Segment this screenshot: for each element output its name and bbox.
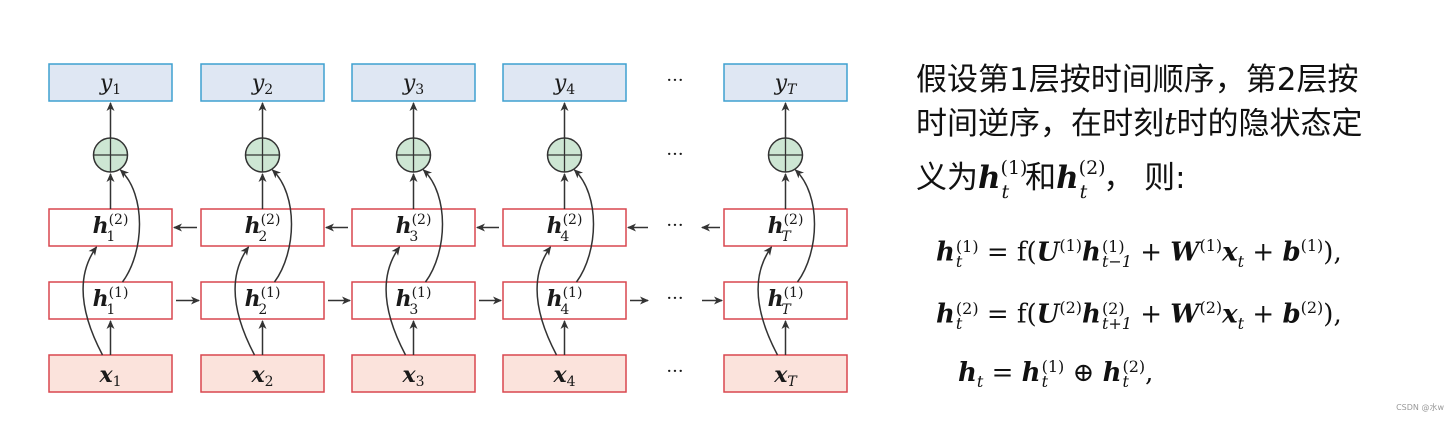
input-label: x3 xyxy=(401,362,424,390)
equation-combined: ht = h(1)t ⊕ h(2)t, xyxy=(958,357,1154,392)
arrow-forward-to-sum xyxy=(119,169,141,283)
input-label: x4 xyxy=(552,362,575,390)
arrow-forward-to-sum xyxy=(271,169,293,283)
forward-hidden-label: h(1)1 xyxy=(93,285,129,318)
ellipsis: ··· xyxy=(666,361,683,382)
arrow-input-to-backward xyxy=(234,246,256,356)
time-subscript: t xyxy=(1079,181,1088,203)
arrow-forward-to-sum xyxy=(794,169,816,283)
arrow-input-to-backward xyxy=(385,246,407,356)
time-step-column: y1 h(2)1 h(1)1 x1 xyxy=(48,63,173,393)
time-subscript: t xyxy=(1001,181,1010,203)
forward-hidden-label: h(1)4 xyxy=(547,285,583,318)
equation-forward-layer: h(1)t = f(U(1)h(1)t−1 + W(1)xt + b(1)), xyxy=(936,236,1342,271)
output-box xyxy=(200,63,325,102)
forward-hidden-label: h(1)3 xyxy=(396,285,432,318)
description-text-part: 时间逆序，在时刻 xyxy=(916,106,1164,142)
backward-hidden-label: h(2)1 xyxy=(93,212,129,245)
arrow-input-to-backward xyxy=(536,246,558,356)
bidirectional-rnn-diagram: y1 h(2)1 h(1)1 x1 y2 h(2)2 h(1)2 x2 y3 h(2)3 h(1)3… xyxy=(48,63,848,393)
time-step-column: y2 h(2)2 h(1)2 x2 xyxy=(200,63,325,393)
arrow-input-to-backward xyxy=(757,246,779,356)
backward-hidden-box xyxy=(723,208,848,247)
ellipsis: ··· xyxy=(666,70,683,91)
backward-hidden-box xyxy=(200,208,325,247)
arrow-forward-to-sum xyxy=(573,169,595,283)
forward-hidden-label: h(1)T xyxy=(768,285,804,318)
watermark: CSDN @水w xyxy=(1396,403,1444,412)
hidden-state-symbol: h xyxy=(978,160,1001,196)
ellipsis: ··· xyxy=(666,288,683,309)
layer2-superscript: (2) xyxy=(1078,157,1106,179)
forward-hidden-box xyxy=(723,281,848,320)
description-text-part: 时的隐状态定 xyxy=(1176,106,1363,142)
input-label: x2 xyxy=(250,362,273,390)
description-text-part: ， 则: xyxy=(1103,160,1186,196)
time-step-column: y3 h(2)3 h(1)3 x3 xyxy=(351,63,476,393)
output-label: y2 xyxy=(251,71,273,98)
forward-hidden-label: h(1)2 xyxy=(245,285,281,318)
layer1-superscript: (1) xyxy=(1000,157,1028,179)
ellipsis: ··· xyxy=(666,144,683,165)
output-label: y4 xyxy=(553,71,575,98)
backward-hidden-box xyxy=(351,208,476,247)
input-box xyxy=(502,354,627,393)
output-label: yT xyxy=(774,71,798,98)
backward-hidden-label: h(2)3 xyxy=(396,212,432,245)
arrow-forward-to-sum xyxy=(422,169,444,283)
backward-hidden-box xyxy=(502,208,627,247)
forward-hidden-box xyxy=(351,281,476,320)
input-label: xT xyxy=(773,362,798,390)
description-line-2: 时间逆序，在时刻t时的隐状态定 xyxy=(916,102,1446,146)
output-box xyxy=(48,63,173,102)
backward-hidden-label: h(2)4 xyxy=(547,212,583,245)
description-text-part: 和 xyxy=(1025,160,1057,196)
input-box xyxy=(200,354,325,393)
time-step-column: y4 h(2)4 h(1)4 x4 xyxy=(502,63,627,393)
hidden-state-symbol: h xyxy=(1056,160,1079,196)
arrow-input-to-backward xyxy=(82,246,104,356)
forward-hidden-box xyxy=(200,281,325,320)
output-box xyxy=(502,63,627,102)
description-text-part: 义为 xyxy=(916,160,978,196)
output-label: y3 xyxy=(402,71,424,98)
output-label: y1 xyxy=(99,71,121,98)
output-box xyxy=(351,63,476,102)
forward-hidden-box xyxy=(48,281,173,320)
output-box xyxy=(723,63,848,102)
input-label: x1 xyxy=(98,362,121,390)
ellipsis: ··· xyxy=(666,215,683,236)
backward-hidden-label: h(2)T xyxy=(768,212,804,245)
time-step-column: yT h(2)T h(1)T xT xyxy=(723,63,848,393)
forward-hidden-box xyxy=(502,281,627,320)
description-line-1: 假设第1层按时间顺序，第2层按 xyxy=(916,62,1359,98)
time-variable: t xyxy=(1164,106,1177,142)
equation-backward-layer: h(2)t = f(U(2)h(2)t+1 + W(2)xt + b(2)), xyxy=(936,298,1342,333)
backward-hidden-label: h(2)2 xyxy=(245,212,281,245)
